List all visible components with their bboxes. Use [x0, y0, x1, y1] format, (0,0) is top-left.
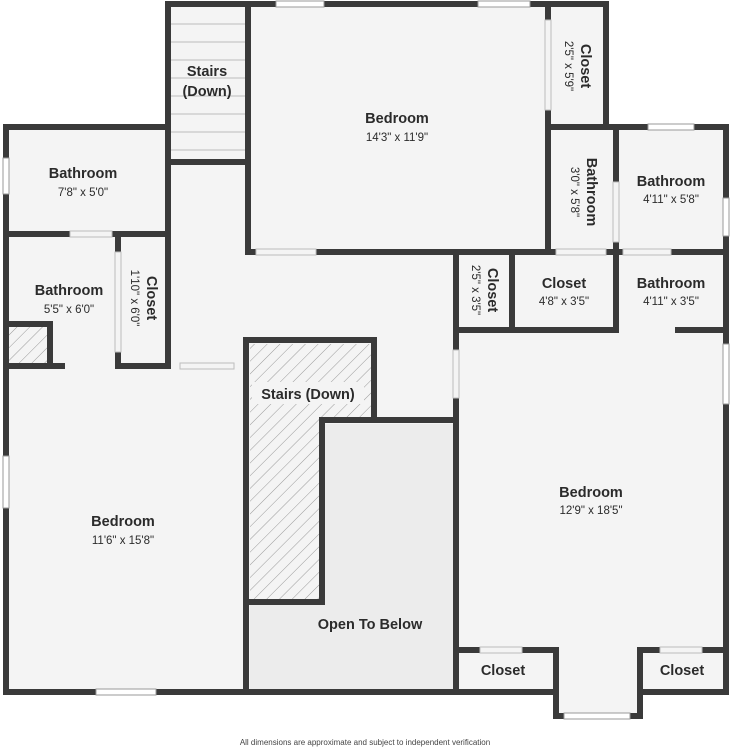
bathroom-center-label: Bathroom 3'0" x 5'8": [568, 158, 599, 226]
bathroom-upper-right-label: Bathroom 4'11" x 5'8": [637, 174, 705, 206]
closet-mid-left-dims: 1'10" x 6'0": [128, 270, 140, 327]
bedroom-left-name: Bedroom: [91, 514, 155, 530]
bathroom-upper-right-dims: 4'11" x 5'8": [643, 194, 699, 206]
closet-small-center-dims: 2'5" x 3'5": [469, 265, 481, 315]
disclaimer-text: All dimensions are approximate and subje…: [239, 738, 491, 747]
bathroom-center-name: Bathroom: [583, 158, 599, 226]
windows: [2, 0, 730, 720]
bathroom-lower-right-label: Bathroom 4'11" x 3'5": [637, 276, 705, 308]
stairs-top-line1: Stairs: [187, 64, 227, 80]
closet-bottom-left-label: Closet: [481, 663, 525, 679]
closet-mid-left-name: Closet: [143, 276, 159, 320]
bathroom-upper-left-name: Bathroom: [49, 166, 117, 182]
closet-bottom-left-name: Closet: [481, 663, 525, 679]
closet-center-right-label: Closet 4'8" x 3'5": [539, 276, 589, 308]
closet-center-right-dims: 4'8" x 3'5": [539, 296, 589, 308]
closet-top-right-label: Closet 2'5" x 5'9": [562, 41, 593, 91]
stairs-middle-hatch: [250, 344, 374, 600]
stairs-top-label: Stairs (Down): [182, 64, 231, 100]
bathroom-mid-left-label: Bathroom 5'5" x 6'0": [35, 283, 103, 316]
bedroom-top-dims: 14'3" x 11'9": [366, 132, 428, 144]
stairs-top-line2: (Down): [182, 84, 231, 100]
stair-cutout-hatch: [8, 326, 48, 364]
bathroom-mid-left-name: Bathroom: [35, 283, 103, 299]
bedroom-right-label: Bedroom 12'9" x 18'5": [559, 485, 623, 517]
bathroom-lower-right-name: Bathroom: [637, 276, 705, 292]
bathroom-lower-right-dims: 4'11" x 3'5": [643, 296, 699, 308]
closet-bottom-right-name: Closet: [660, 663, 704, 679]
door-openings: [69, 19, 703, 654]
open-to-below-name: Open To Below: [318, 617, 423, 633]
closet-mid-left-label: Closet 1'10" x 6'0": [128, 270, 159, 327]
bathroom-upper-left-dims: 7'8" x 5'0": [58, 187, 108, 199]
bathroom-upper-right-name: Bathroom: [637, 174, 705, 190]
bathroom-center-dims: 3'0" x 5'8": [568, 167, 580, 217]
bedroom-left-label: Bedroom 11'6" x 15'8": [91, 514, 155, 547]
closet-bottom-right-label: Closet: [660, 663, 704, 679]
bathroom-mid-left-dims: 5'5" x 6'0": [44, 304, 94, 316]
bathroom-upper-left-label: Bathroom 7'8" x 5'0": [49, 166, 117, 199]
bedroom-right-dims: 12'9" x 18'5": [559, 505, 622, 517]
closet-small-center-label: Closet 2'5" x 3'5": [469, 265, 500, 315]
stairs-middle-label: Stairs (Down): [252, 382, 364, 404]
open-to-below-label: Open To Below: [318, 617, 423, 633]
bedroom-top-label: Bedroom 14'3" x 11'9": [365, 111, 429, 144]
stairs-middle-name: Stairs (Down): [261, 387, 355, 403]
closet-center-right-name: Closet: [542, 276, 586, 292]
closet-top-right-dims: 2'5" x 5'9": [562, 41, 574, 91]
bedroom-top-name: Bedroom: [365, 111, 429, 127]
closet-top-right-name: Closet: [577, 44, 593, 88]
bedroom-right-name: Bedroom: [559, 485, 623, 501]
stairs-top-treads: [170, 23, 246, 151]
bedroom-left-dims: 11'6" x 15'8": [92, 535, 154, 547]
closet-small-center-name: Closet: [484, 268, 500, 312]
